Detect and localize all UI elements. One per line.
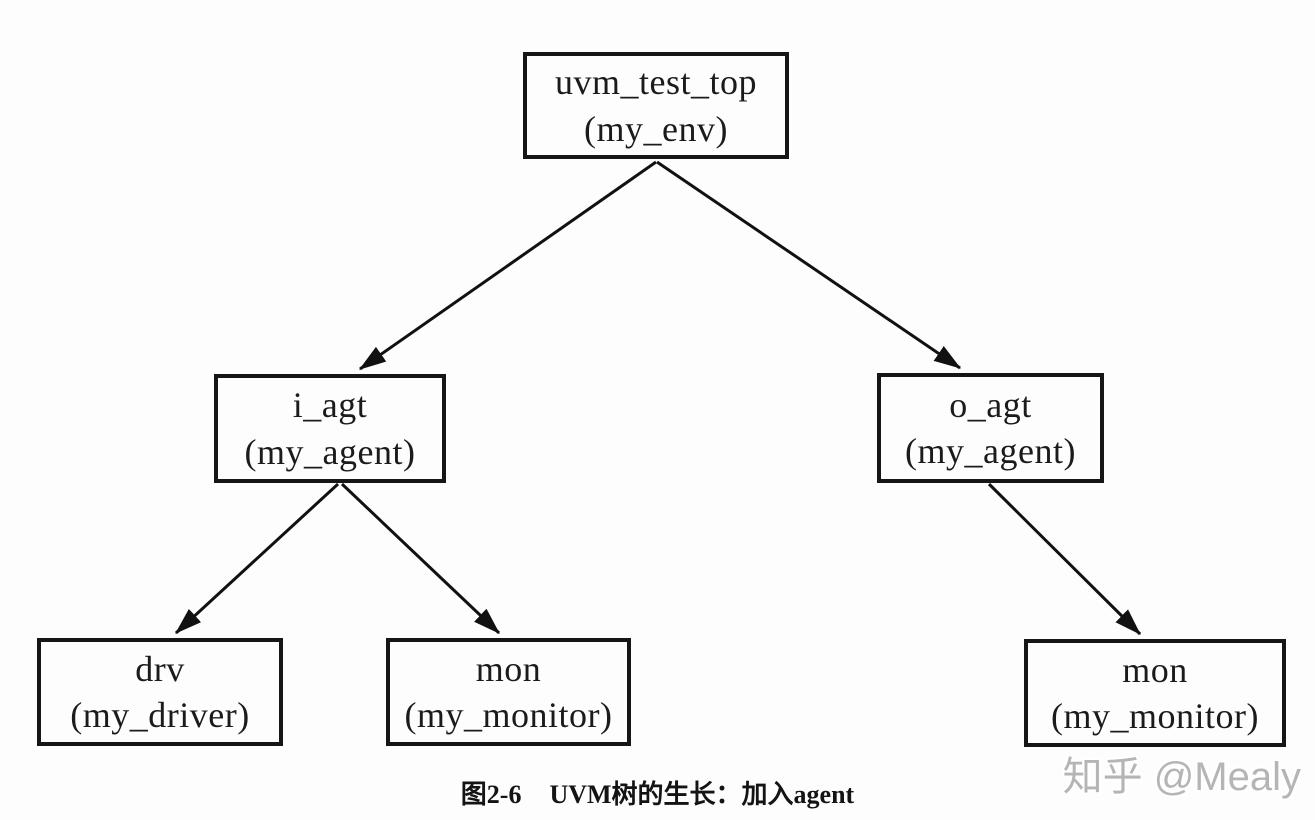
edge-i-agt-to-mon: [340, 482, 501, 635]
node-instance-name: o_agt: [949, 384, 1032, 425]
edge-uvm-test-top-to-o-agt: [656, 160, 961, 370]
edge-uvm-test-top-to-i-agt: [359, 160, 657, 371]
watermark: 知乎 @Mealy: [1062, 755, 1301, 799]
node-class-name: (my_env): [584, 108, 728, 149]
node-i-agt: i_agt (my_agent): [214, 374, 446, 483]
node-instance-name: mon: [475, 648, 542, 689]
node-class-name: (my_driver): [70, 695, 250, 735]
node-class-name: (my_monitor): [1051, 696, 1259, 736]
node-uvm-test-top: uvm_test_top (my_env): [523, 52, 789, 159]
edge-i-agt-to-drv: [174, 482, 340, 635]
node-o-agt: o_agt (my_agent): [877, 373, 1104, 483]
node-class-name: (my_monitor): [404, 695, 613, 735]
node-class-name: (my_agent): [244, 431, 416, 472]
node-instance-name: mon: [1122, 649, 1188, 690]
figure-caption-title: UVM树的生长：加入agent: [549, 780, 855, 809]
node-drv: drv (my_driver): [37, 638, 283, 746]
figure-caption-label: 图2-6: [460, 780, 522, 809]
node-instance-name: i_agt: [292, 385, 368, 426]
node-class-name: (my_agent): [905, 431, 1076, 471]
node-instance-name: uvm_test_top: [555, 62, 757, 103]
figure-caption: 图2-6 UVM树的生长：加入agent: [0, 774, 1315, 811]
node-mon-i: mon (my_monitor): [386, 638, 631, 746]
node-instance-name: drv: [135, 648, 185, 689]
edge-o-agt-to-mon: [987, 482, 1142, 636]
node-mon-o: mon (my_monitor): [1024, 639, 1286, 747]
